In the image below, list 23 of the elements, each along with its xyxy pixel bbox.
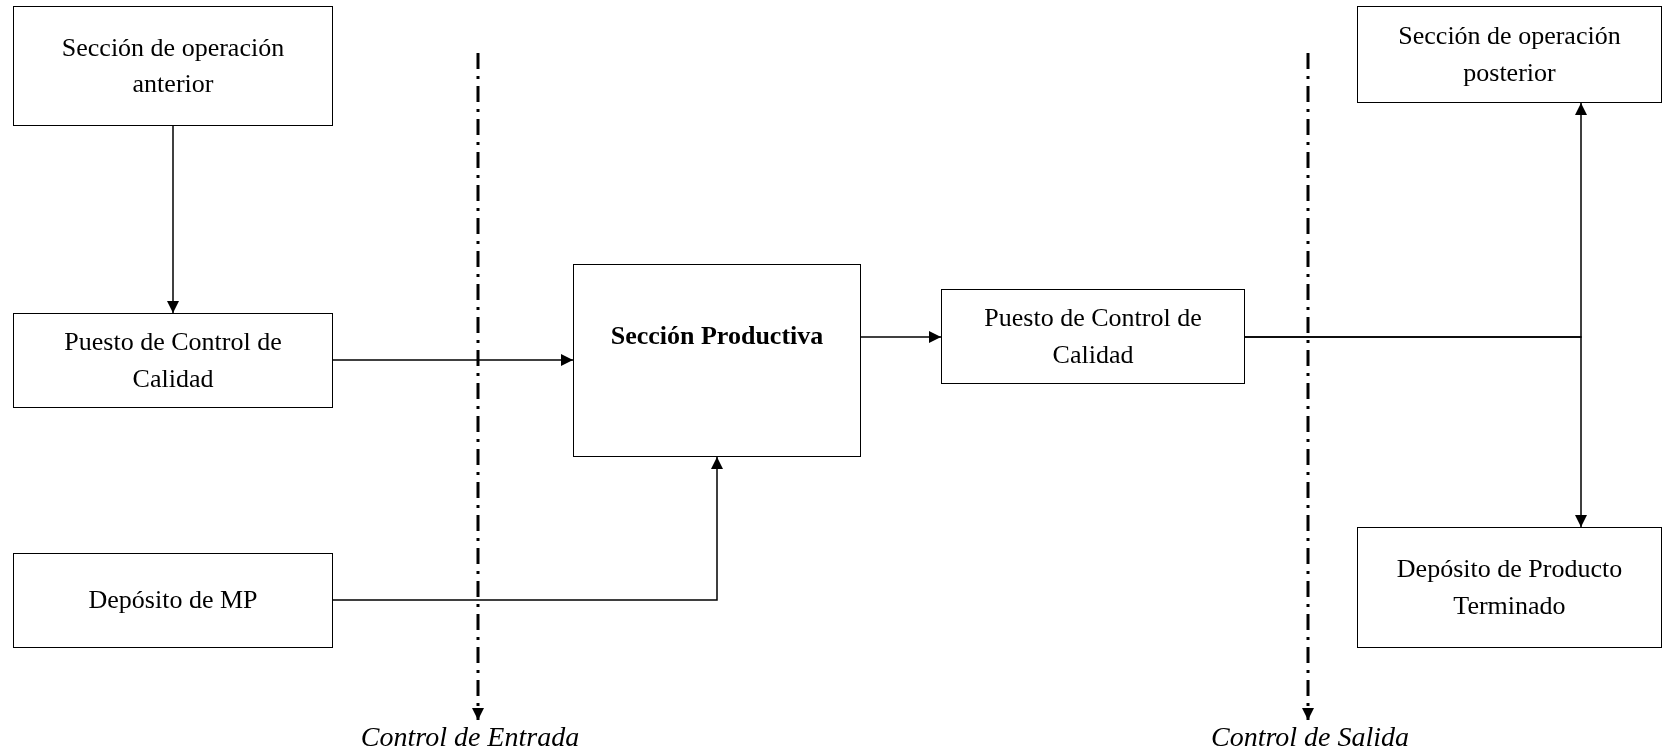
dash-dot-arrow xyxy=(472,53,484,720)
dash-dot-arrow xyxy=(1302,53,1314,720)
node-text: Sección de operación posterior xyxy=(1397,20,1622,89)
node-text: Control de Salida xyxy=(1210,720,1410,754)
node-text: Control de Entrada xyxy=(360,720,580,754)
arrow xyxy=(860,331,942,343)
arrow xyxy=(167,125,179,314)
process-box xyxy=(573,264,861,457)
process-box xyxy=(941,289,1245,384)
process-box xyxy=(13,313,333,408)
process-box xyxy=(1357,527,1662,648)
node-text: Sección de operación anterior xyxy=(60,31,286,100)
node-text: Puesto de Control de Calidad xyxy=(983,302,1203,371)
node-text: Depósito de MP xyxy=(88,584,258,617)
node-text: Depósito de Producto Terminado xyxy=(1395,553,1624,622)
arrow xyxy=(332,354,574,366)
process-box xyxy=(13,6,333,126)
node-text: Sección Productiva xyxy=(610,319,824,352)
arrow xyxy=(1244,336,1587,528)
process-box xyxy=(13,553,333,648)
node-text: Puesto de Control de Calidad xyxy=(63,326,283,395)
arrow xyxy=(332,456,723,601)
process-box xyxy=(1357,6,1662,103)
